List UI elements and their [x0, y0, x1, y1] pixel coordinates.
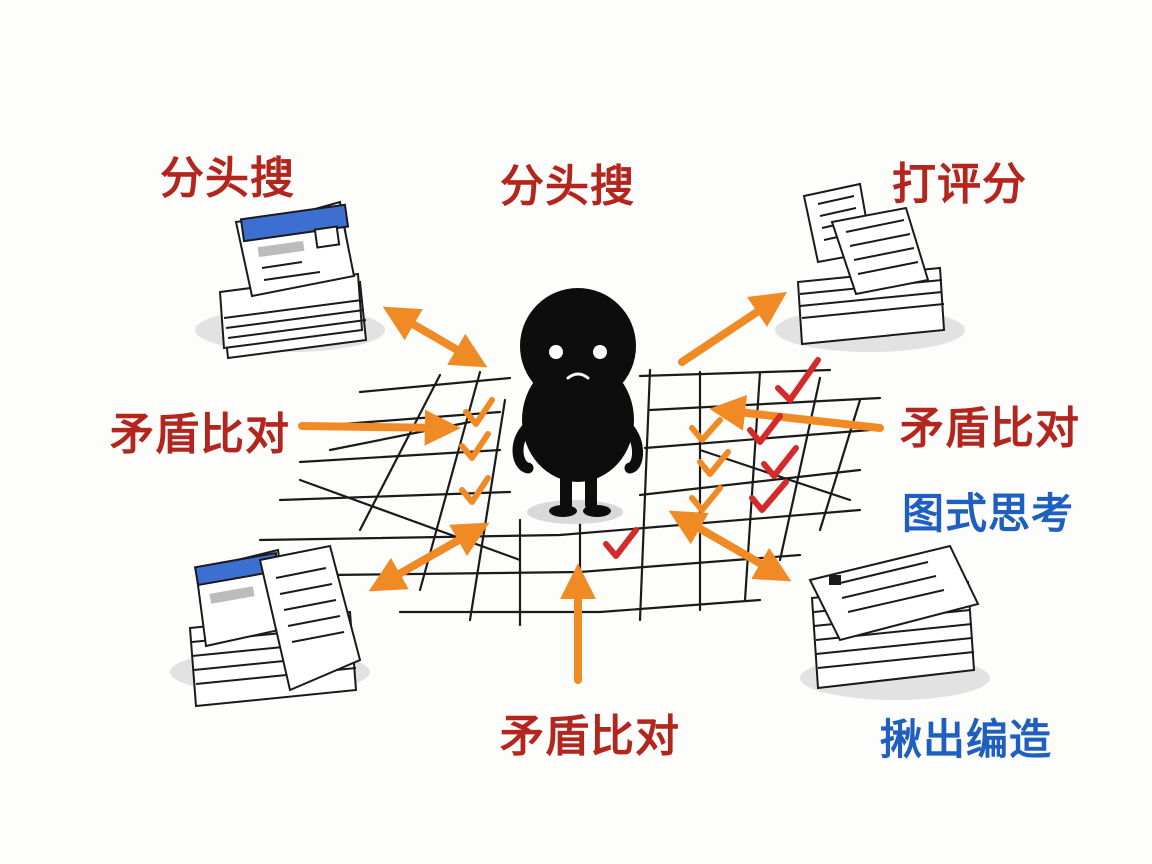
check-mark-icon — [697, 449, 731, 477]
check-mark-icon — [689, 417, 723, 443]
arrow-bottom-left — [368, 522, 490, 592]
arrow-bottom-right — [668, 510, 792, 582]
check-mark-icon — [689, 485, 723, 513]
arrow-mid-right — [709, 394, 884, 432]
check-mark-icon — [749, 479, 789, 513]
document-stack-top-right — [775, 182, 965, 352]
check-mark-icon — [603, 527, 639, 559]
check-mark-icon — [775, 357, 821, 403]
check-mark-icon — [459, 431, 491, 461]
label-mid-left: 矛盾比对 — [110, 409, 290, 460]
check-mark-icon — [459, 475, 491, 505]
check-mark-icon — [463, 397, 495, 427]
label-top-center: 分头搜 — [500, 161, 635, 212]
document-stack-bottom-right — [800, 544, 990, 700]
arrow-top-left — [382, 306, 488, 368]
figure-character — [512, 288, 643, 517]
label-top-right: 打评分 — [892, 159, 1027, 210]
check-mark-icon — [761, 445, 799, 479]
arrow-top-right — [678, 292, 787, 366]
label-top-left: 分头搜 — [160, 153, 295, 204]
label-bottom-right-blue: 揪出编造 — [880, 715, 1053, 764]
document-stack-bottom-left — [170, 544, 370, 708]
label-mid-right: 矛盾比对 — [900, 403, 1080, 454]
arrow-mid-left — [298, 409, 461, 446]
label-right-blue-upper: 图式思考 — [902, 489, 1075, 538]
document-stack-top-left — [195, 200, 385, 360]
check-mark-icon — [747, 413, 783, 445]
arrows — [298, 292, 884, 684]
label-bottom-center: 矛盾比对 — [500, 711, 680, 762]
check-marks — [459, 357, 821, 559]
